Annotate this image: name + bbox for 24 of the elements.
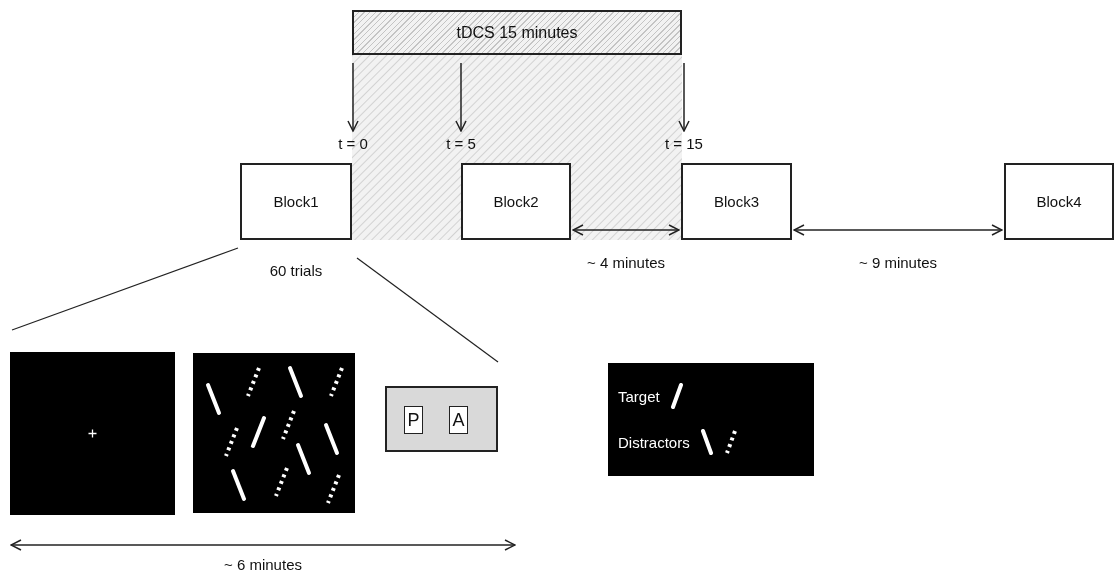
trial-count-label: 60 trials [268, 262, 324, 279]
time-label: t = 0 [328, 133, 378, 153]
response-key: P [404, 406, 423, 434]
legend-label: Target [618, 387, 660, 405]
stimulation-bar: tDCS 15 minutes [352, 10, 682, 55]
duration-label: ~ 6 minutes [224, 556, 302, 573]
arrow [347, 62, 359, 132]
double-arrow [793, 224, 1003, 236]
double-arrow [572, 224, 680, 236]
search-display [193, 353, 355, 513]
legend-label: Distractors [618, 433, 690, 451]
block-box: Block1 [240, 163, 352, 240]
time-label: t = 15 [656, 133, 712, 153]
edge-label: ~ 9 minutes [857, 254, 939, 271]
block-box: Block2 [461, 163, 571, 240]
block-box: Block4 [1004, 163, 1114, 240]
response-screen [385, 386, 498, 452]
response-key: A [449, 406, 468, 434]
time-label: t = 5 [436, 133, 486, 153]
arrow [678, 62, 690, 132]
fixation-screen [10, 352, 175, 515]
edge-label: ~ 4 minutes [585, 254, 667, 271]
block-box: Block3 [681, 163, 792, 240]
arrow [455, 62, 467, 132]
